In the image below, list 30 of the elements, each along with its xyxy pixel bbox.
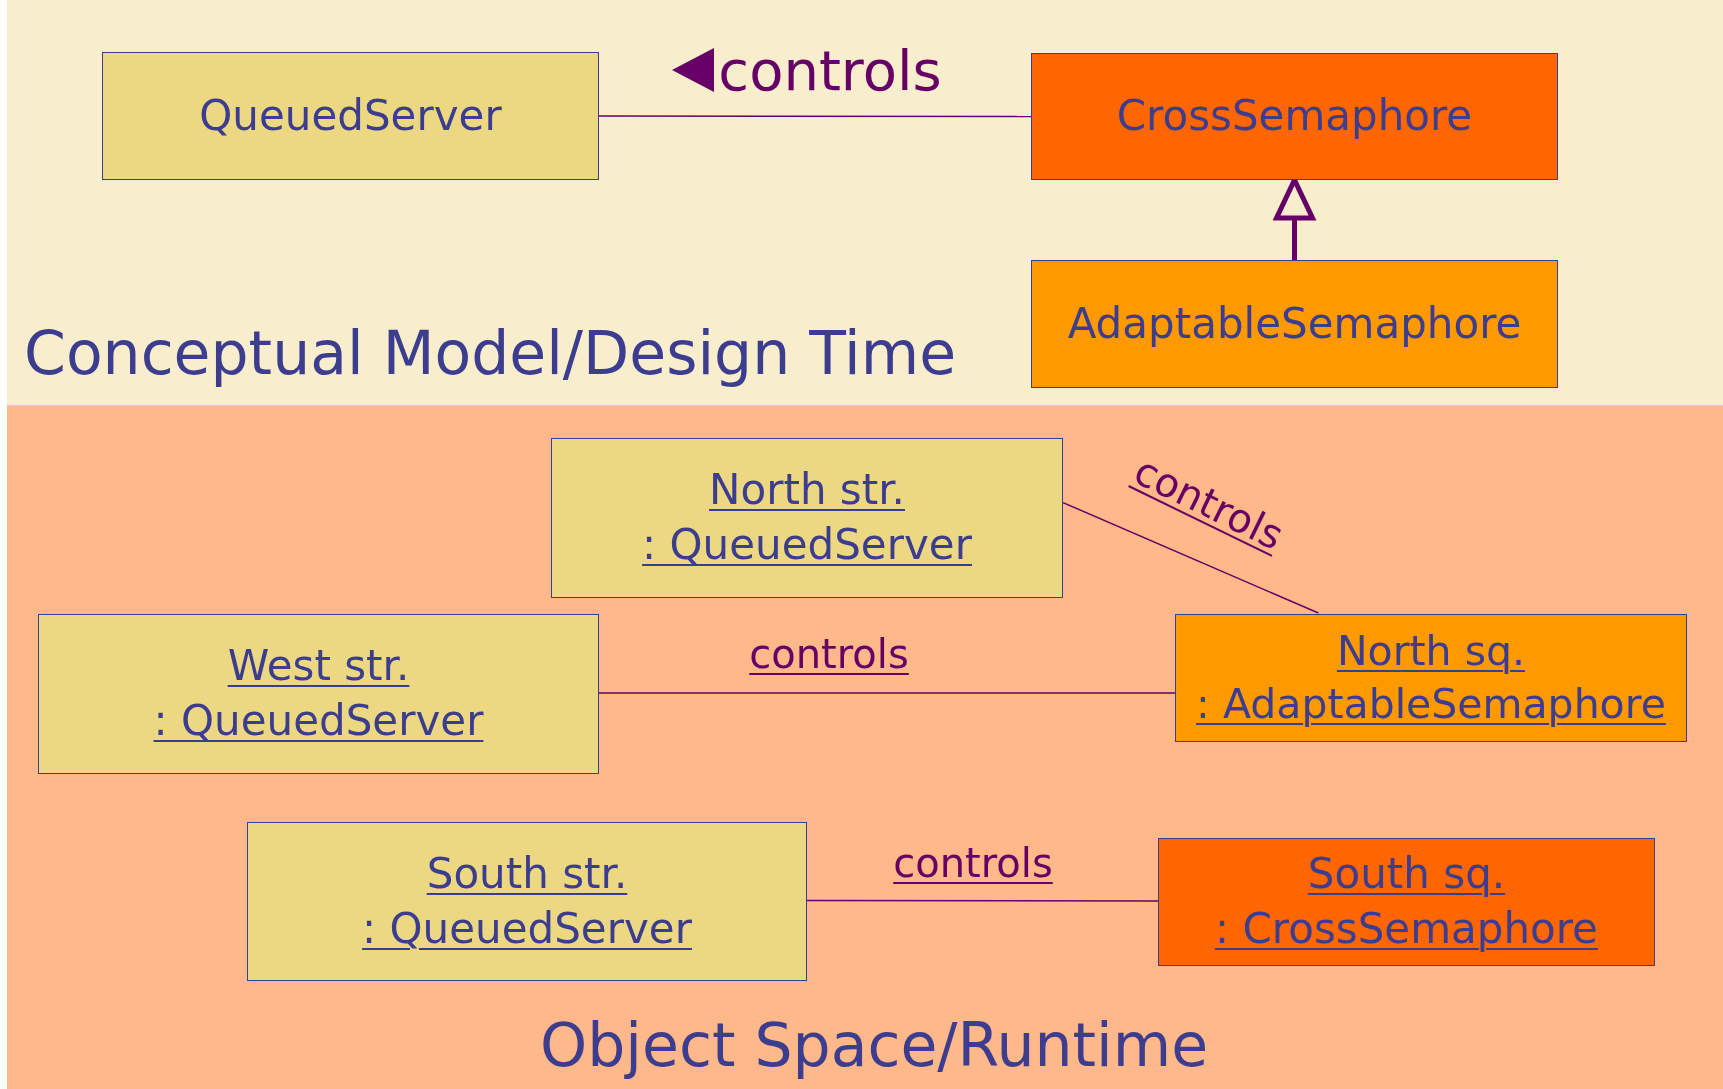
- object-name: West str.: [227, 640, 410, 693]
- class-name: CrossSemaphore: [1116, 90, 1473, 143]
- region-title: Object Space/Runtime: [540, 1010, 1209, 1080]
- object-name: South sq.: [1307, 848, 1506, 901]
- class-name: QueuedServer: [199, 89, 502, 142]
- object-name: : AdaptableSemaphore: [1196, 679, 1666, 730]
- region-band: [7, 405, 1723, 1089]
- object-box: [551, 438, 1063, 598]
- object-box: [247, 822, 807, 981]
- object-box: [1158, 838, 1655, 966]
- object-name: : QueuedServer: [642, 519, 972, 571]
- object-name: North str.: [709, 464, 905, 517]
- object-name: : QueuedServer: [362, 902, 692, 955]
- object-name: South str.: [426, 847, 628, 900]
- region-band: [7, 0, 1723, 405]
- class-box: [1031, 53, 1558, 180]
- class-box: [1031, 260, 1558, 388]
- object-name: North sq.: [1336, 625, 1526, 677]
- association-line: [598, 692, 1176, 694]
- class-box: [102, 52, 599, 180]
- generalization-arrow: [1274, 177, 1315, 260]
- object-box: [38, 614, 599, 774]
- region-title: Conceptual Model/Design Time: [24, 318, 957, 388]
- association-line: [806, 899, 1159, 902]
- association-line: [1062, 501, 1320, 614]
- association-line: [598, 115, 1032, 118]
- object-name: : CrossSemaphore: [1215, 903, 1598, 955]
- object-box: [1175, 614, 1687, 742]
- object-name: : QueuedServer: [153, 695, 484, 747]
- class-name: AdaptableSemaphore: [1067, 297, 1522, 350]
